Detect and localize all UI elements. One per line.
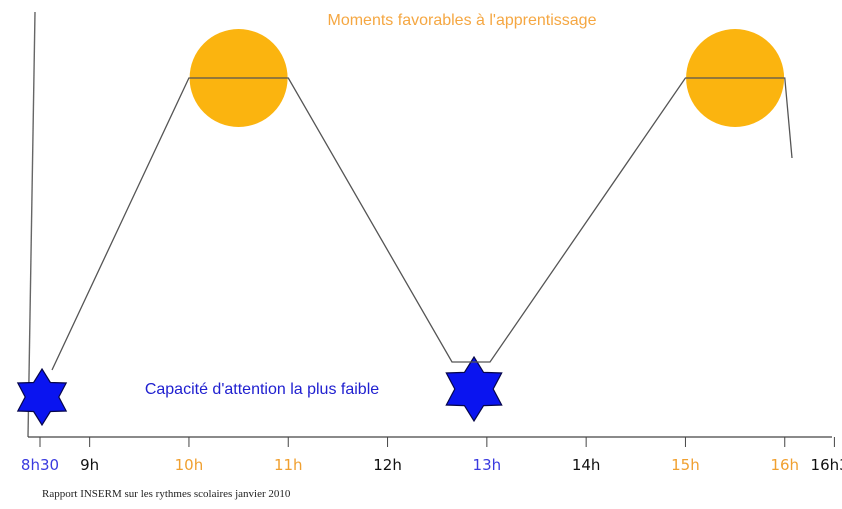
- x-tick-label: 11h: [274, 456, 303, 474]
- star-markers: [16, 355, 503, 427]
- y-axis: [27, 11, 36, 438]
- x-ticks: 8h30 9h 10h 11h 12h 13h 14h 15h 16h 16h30: [21, 437, 842, 474]
- low-attention-annotation: Capacité d'attention la plus faible: [145, 381, 379, 398]
- star-marker: [445, 355, 503, 423]
- x-tick-label: 13h: [473, 456, 502, 474]
- x-tick-label: 8h30: [21, 456, 59, 474]
- source-caption: Rapport INSERM sur les rythmes scolaires…: [42, 488, 291, 500]
- chart-title: Moments favorables à l'apprentissage: [328, 12, 597, 29]
- axes: [27, 11, 832, 438]
- star-marker: [16, 367, 68, 427]
- x-tick-label: 16h: [770, 456, 799, 474]
- x-tick-label: 9h: [80, 456, 99, 474]
- x-tick-label: 12h: [373, 456, 402, 474]
- x-tick-label: 16h30: [811, 456, 842, 474]
- x-tick-label: 10h: [175, 456, 204, 474]
- x-tick-label: 14h: [572, 456, 601, 474]
- attention-series-line: [51, 77, 793, 371]
- x-tick-label: 15h: [671, 456, 700, 474]
